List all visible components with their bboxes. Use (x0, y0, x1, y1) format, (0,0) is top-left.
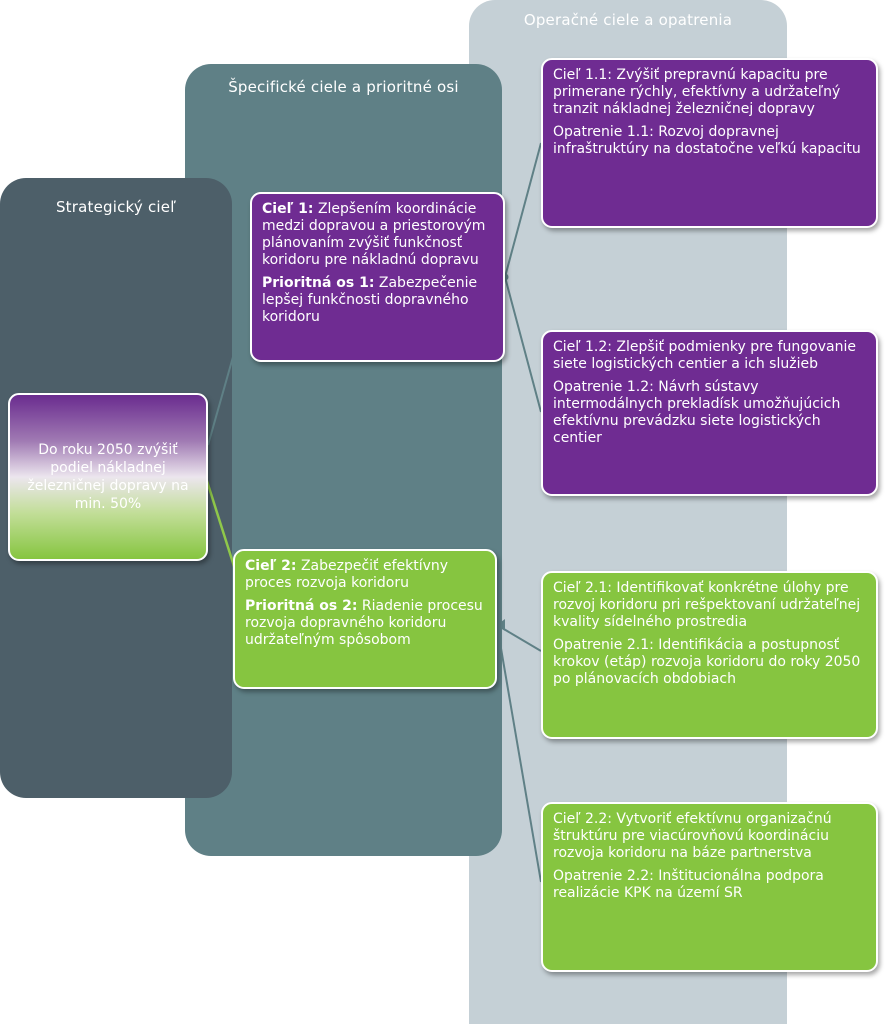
connector-strategic-goal1 (207, 282, 255, 446)
goal-1-2-text: Cieľ 1.2: Zlepšiť podmienky pre fungovan… (553, 339, 856, 372)
operative-goal-1-2-box: Cieľ 1.2: Zlepšiť podmienky pre fungovan… (541, 330, 878, 496)
operative-goal-2-1-box: Cieľ 2.1: Identifikovať konkrétne úlohy … (541, 571, 878, 739)
connector-node-goal2 (497, 619, 505, 631)
priority-axis-1-text: Zabezpečenie lepšej funkčnosti dopravnéh… (262, 275, 478, 325)
connector-goal1-goal12 (504, 276, 542, 413)
goal-2-2-text: Cieľ 2.2: Vytvoriť efektívnu organizačnú… (553, 811, 832, 861)
operative-panel-title: Operačné ciele a opatrenia (523, 11, 733, 29)
specific-goal-1-box: Cieľ 1: Zlepšením koordinácie medzi dopr… (250, 192, 505, 362)
operative-goal-2-2-box: Cieľ 2.2: Vytvoriť efektívnu organizačnú… (541, 802, 878, 972)
priority-axis-2-label: Prioritná os 2: (245, 598, 358, 614)
priority-axis-2: Prioritná os 2: Riadenie procesu rozvoja… (245, 598, 485, 649)
goal-2-label: Cieľ 2: (245, 558, 297, 574)
connector-goal1-goal11 (504, 142, 542, 278)
goal-2-text: Zabezpečiť efektívny proces rozvoja kori… (245, 558, 449, 591)
measure-1-2-text: Opatrenie 1.2: Návrh sústavy intermodáln… (553, 379, 841, 446)
goal-2-statement: Cieľ 2: Zabezpečiť efektívny proces rozv… (245, 558, 485, 592)
specific-goal-2-box: Cieľ 2: Zabezpečiť efektívny proces rozv… (233, 549, 497, 689)
measure-1-1-text: Opatrenie 1.1: Rozvoj dopravnej infraštr… (553, 124, 861, 157)
strategic-panel-title: Strategický cieľ (55, 198, 177, 216)
strategic-goal-box: Do roku 2050 zvýšiť podiel nákladnej žel… (8, 393, 208, 561)
priority-axis-1-label: Prioritná os 1: (262, 275, 375, 291)
specific-panel-title: Špecifické ciele a prioritné osi (228, 78, 459, 96)
operative-goal-1-1-box: Cieľ 1.1: Zvýšiť prepravnú kapacitu pre … (541, 58, 878, 228)
goal-1-text: Zlepšením koordinácie medzi dopravou a p… (262, 201, 486, 268)
goal-1-1-text: Cieľ 1.1: Zvýšiť prepravnú kapacitu pre … (553, 67, 841, 117)
goal-1-label: Cieľ 1: (262, 201, 314, 217)
strategic-goal-text: Do roku 2050 zvýšiť podiel nákladnej žel… (27, 442, 189, 512)
goal-2-1-text: Cieľ 2.1: Identifikovať konkrétne úlohy … (553, 580, 861, 630)
priority-axis-1: Prioritná os 1: Zabezpečenie lepšej funk… (262, 275, 493, 326)
connector-goal2-goal22 (496, 624, 542, 883)
measure-2-2-text: Opatrenie 2.2: Inštitucionálna podpora r… (553, 868, 824, 901)
measure-2-1-text: Opatrenie 2.1: Identifikácia a postupnos… (553, 637, 861, 687)
goal-1-statement: Cieľ 1: Zlepšením koordinácie medzi dopr… (262, 201, 493, 269)
priority-axis-2-text: Riadenie procesu rozvoja dopravného kori… (245, 598, 483, 648)
